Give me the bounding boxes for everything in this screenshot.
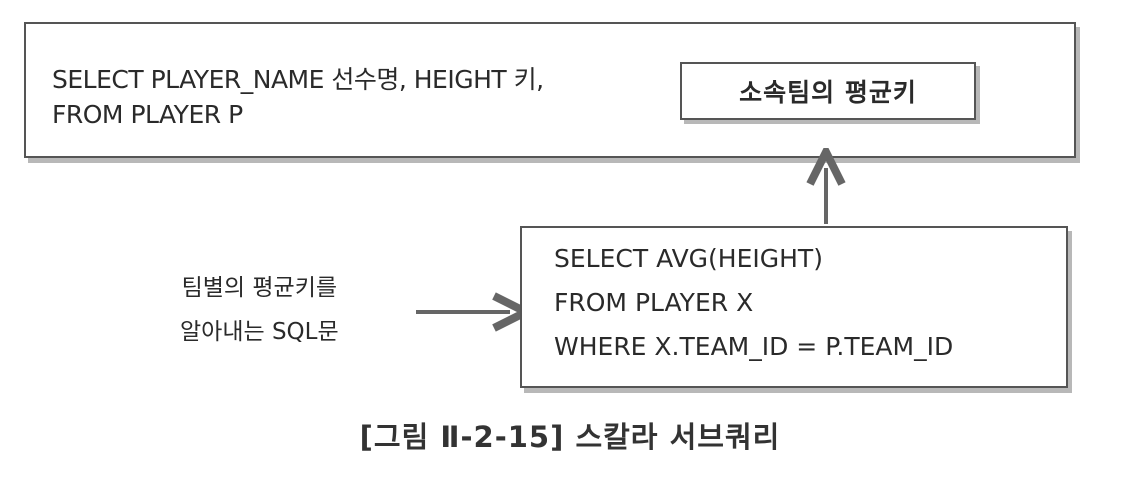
subquery-select-line: SELECT AVG(HEIGHT) (554, 244, 823, 273)
figure-caption: [그림 Ⅱ-2-15] 스칼라 서브쿼리 (359, 420, 781, 454)
side-note-line1: 팀별의 평균키를 (181, 275, 338, 301)
side-note: 팀별의 평균키를 알아내는 SQL문 (180, 266, 339, 354)
inner-subquery-box: SELECT AVG(HEIGHT) FROM PLAYER X WHERE X… (520, 226, 1068, 388)
subquery-from-line: FROM PLAYER X (554, 288, 754, 317)
outer-query-box: SELECT PLAYER_NAME 선수명, HEIGHT 키, FROM P… (24, 22, 1076, 158)
subquery-where-line: WHERE X.TEAM_ID = P.TEAM_ID (554, 332, 954, 361)
outer-query-select-line: SELECT PLAYER_NAME 선수명, HEIGHT 키, (52, 65, 544, 94)
side-note-line2: 알아내는 SQL문 (180, 319, 339, 345)
scalar-subquery-result-box: 소속팀의 평균키 (680, 62, 976, 120)
outer-query-from-line: FROM PLAYER P (52, 100, 243, 129)
